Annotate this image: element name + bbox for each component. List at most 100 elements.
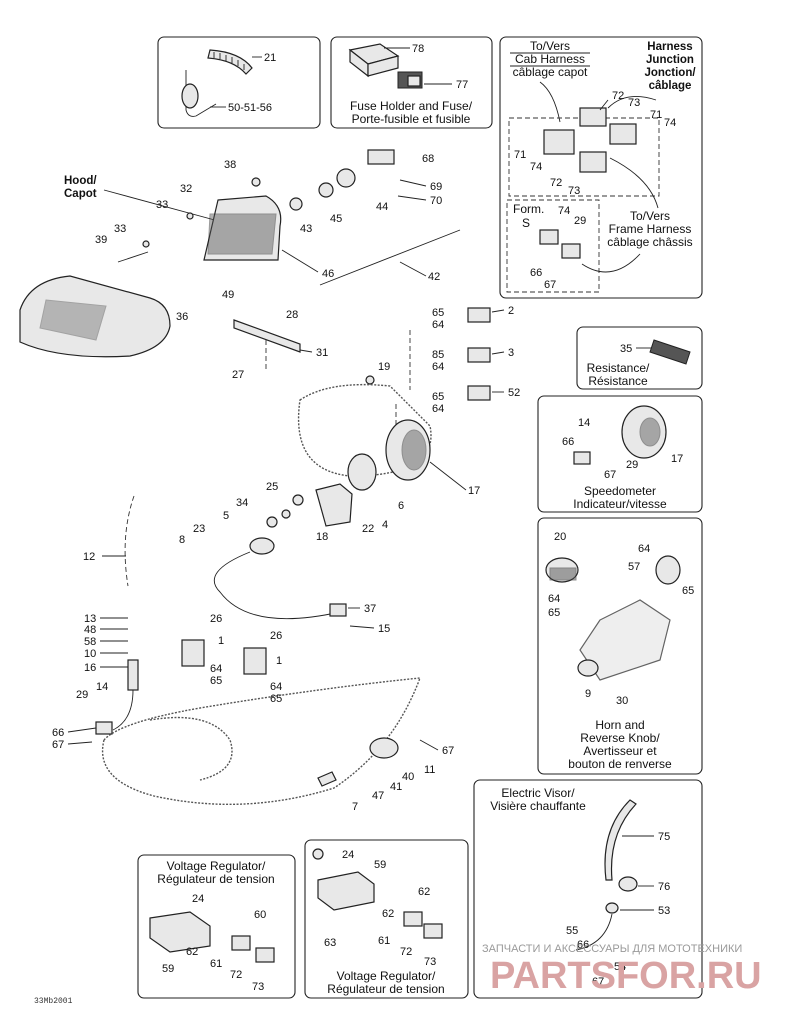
label-15: 15 [378, 623, 390, 635]
handlebar-housing [579, 599, 671, 681]
label-4: 4 [382, 519, 388, 531]
visor-cable-75 [604, 799, 637, 881]
label-43: 43 [300, 223, 312, 235]
drawing-code: 33Mb2001 [34, 997, 73, 1006]
label-31: 31 [316, 347, 328, 359]
caption-frame-3: câblage châssis [607, 235, 692, 249]
cap-76 [618, 876, 638, 892]
label-73d: 73 [424, 956, 436, 968]
label-14b: 14 [96, 681, 108, 693]
label-1b: 1 [276, 655, 282, 667]
regulator-59b [317, 871, 375, 911]
horn-20 [545, 557, 579, 583]
label-67e: 67 [592, 976, 604, 988]
label-6: 6 [398, 500, 404, 512]
junction-connectors [543, 107, 637, 173]
label-53: 53 [658, 905, 670, 917]
label-20: 20 [554, 531, 566, 543]
label-13: 13 [84, 613, 96, 625]
label-49: 49 [222, 289, 234, 301]
label-67a: 67 [544, 279, 556, 291]
corrugated-tube [207, 49, 253, 75]
label-42: 42 [428, 271, 440, 283]
nut-25 [292, 494, 304, 506]
label-9: 9 [585, 688, 591, 700]
label-54: 54 [614, 961, 626, 973]
label-17b: 17 [671, 453, 683, 465]
nut-5 [266, 516, 278, 528]
label-62b: 62 [418, 886, 430, 898]
inset-box-fuse [330, 36, 493, 129]
caption-resistance-1: Resistance/ [587, 361, 650, 375]
dash-outline [297, 383, 432, 477]
lower-hood-outline [102, 677, 422, 806]
bulb-43 [289, 197, 303, 211]
cable-tie [181, 70, 217, 117]
caption-hood-1: Hood/ [64, 175, 97, 187]
switch-3 [467, 347, 491, 363]
label-29c: 29 [76, 689, 88, 701]
caption-junction-4: câblage [649, 80, 692, 92]
horn-11 [369, 737, 399, 759]
watermark-small: ЗАПЧАСТИ И АКСЕССУАРЫ ДЛЯ МОТОТЕХНИКИ [482, 943, 742, 955]
inset-box-speedometer [537, 395, 703, 513]
label-40: 40 [402, 771, 414, 783]
sensor-16 [127, 659, 139, 691]
form-s-dashed-area [506, 199, 600, 293]
label-58: 58 [84, 636, 96, 648]
caption-vr-right-2: Régulateur de tension [327, 982, 444, 996]
screw-38 [251, 177, 261, 187]
connector-68 [367, 149, 395, 165]
caption-speedo-1: Speedometer [584, 484, 656, 498]
label-12: 12 [83, 551, 95, 563]
label-22: 22 [362, 523, 374, 535]
caption-cab-3: câblage capot [513, 65, 588, 79]
label-62c: 62 [382, 908, 394, 920]
label-29a: 29 [574, 215, 586, 227]
label-26b: 26 [270, 630, 282, 642]
label-73a: 73 [628, 97, 640, 109]
label-65c: 65 [210, 675, 222, 687]
label-18: 18 [316, 531, 328, 543]
label-59b: 59 [374, 859, 386, 871]
nut-53 [605, 902, 619, 914]
inset-box-vr-right [304, 839, 469, 999]
gasket-6 [347, 453, 377, 491]
label-69: 69 [430, 181, 442, 193]
label-25: 25 [266, 481, 278, 493]
screw-24b [312, 848, 324, 860]
label-64g: 64 [548, 593, 560, 605]
label-65e: 65 [682, 585, 694, 597]
label-77: 77 [456, 79, 468, 91]
terminal-7 [317, 771, 337, 787]
label-5: 5 [223, 510, 229, 522]
label-23: 23 [193, 523, 205, 535]
bracket-22 [315, 483, 353, 527]
label-2: 2 [508, 305, 514, 317]
label-8: 8 [179, 534, 185, 546]
label-64d: 64 [210, 663, 222, 675]
washer-33b [142, 240, 150, 248]
bracket-31 [233, 319, 301, 353]
caption-junction-2: Junction [646, 54, 694, 66]
caption-form-1: Form. [513, 202, 544, 216]
connector-37 [329, 603, 347, 617]
label-36: 36 [176, 311, 188, 323]
label-85: 85 [432, 349, 444, 361]
label-3: 3 [508, 347, 514, 359]
label-71a: 71 [650, 109, 662, 121]
label-47: 47 [372, 790, 384, 802]
hood-panel [19, 275, 171, 358]
caption-vr-left-2: Régulateur de tension [157, 872, 274, 886]
label-62a: 62 [186, 946, 198, 958]
label-28: 28 [286, 309, 298, 321]
switch-2 [467, 307, 491, 323]
caption-horn-2: Reverse Knob/ [580, 731, 660, 745]
inset-box-horn [537, 517, 703, 775]
label-74a: 74 [664, 117, 676, 129]
label-63: 63 [324, 937, 336, 949]
wire-12 [124, 495, 135, 587]
label-26a: 26 [210, 613, 222, 625]
label-61a: 61 [210, 958, 222, 970]
